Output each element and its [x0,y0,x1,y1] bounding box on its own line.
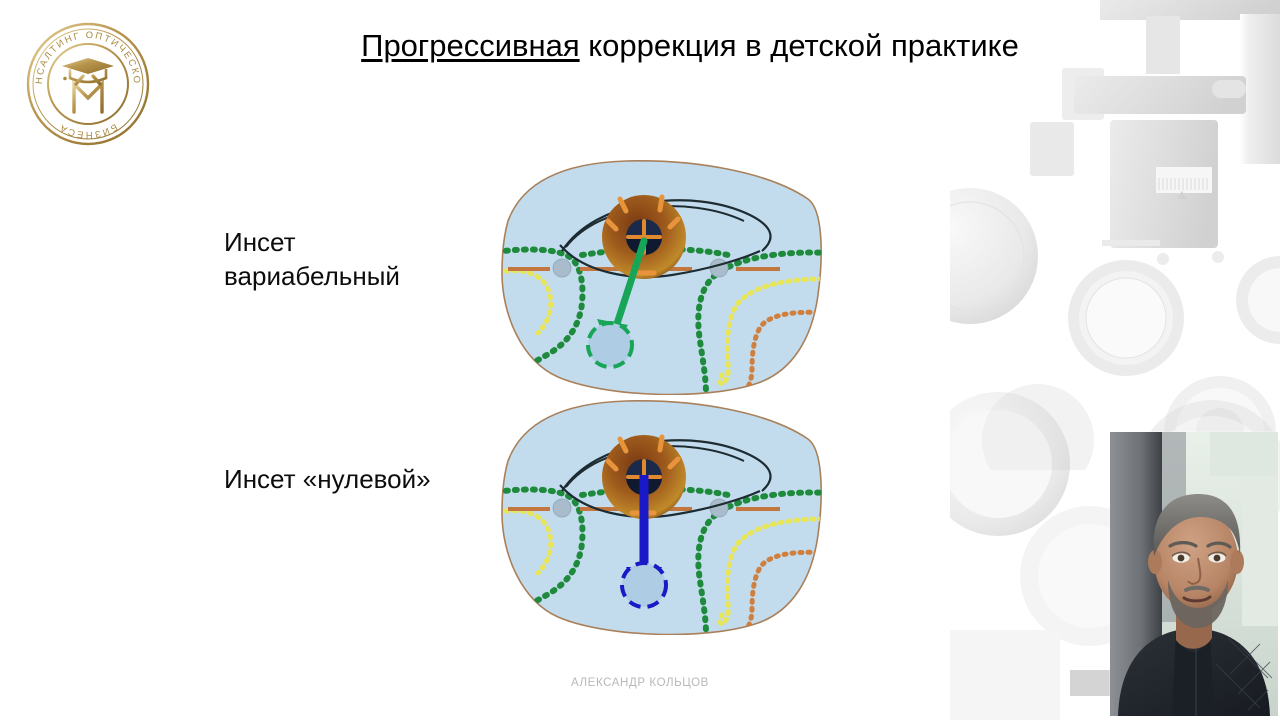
company-logo: КОНСАЛТИНГ ОПТИЧЕСКОГО БИЗНЕСА [18,14,150,146]
eye-illustration [559,194,772,279]
webcam-video-overlay[interactable] [1110,432,1278,716]
page-title-rest: коррекция в детской практике [579,28,1019,63]
logo-monogram [72,74,104,118]
iris-tick-marks [605,194,681,276]
lens-diagram-variable-inset [501,160,822,395]
contour-mid-yellow-right [717,276,822,387]
page-title-emphasis: Прогрессивная [361,28,580,63]
contour-mid-yellow-left [503,508,554,576]
presenter-beard [1168,580,1228,628]
presenter-face [1154,508,1238,612]
contour-inner-orange-right [745,549,822,630]
graduation-cap-icon [62,58,114,84]
contour-outer-green-right [695,249,822,395]
contour-outer-green-right [695,489,822,635]
contour-mid-yellow-left [503,268,554,336]
contour-outer-green-left [502,246,586,380]
contour-inner-orange-right [745,309,822,390]
contour-mid-yellow-right [717,516,822,627]
alignment-dot-left [552,258,572,278]
label-zero-inset: Инсет «нулевой» [224,464,431,494]
near-zone-target-circle [586,321,634,369]
background-phoropter-image [950,0,1280,470]
label-variable-inset: Инсет вариабельный [224,227,400,291]
near-zone-target-circle [620,561,668,609]
alignment-dot-right [709,258,729,278]
presenter-hair [1153,494,1241,556]
alignment-dot-left [552,498,572,518]
footer-author: АЛЕКСАНДР КОЛЬЦОВ [571,677,709,689]
presenter-video-frame [1110,432,1278,716]
contour-outer-green-left [502,486,586,620]
lens-diagram-zero-inset [501,400,822,635]
alignment-dot-right [709,498,729,518]
page-title: Прогрессивная коррекция в детской практи… [330,26,1050,66]
